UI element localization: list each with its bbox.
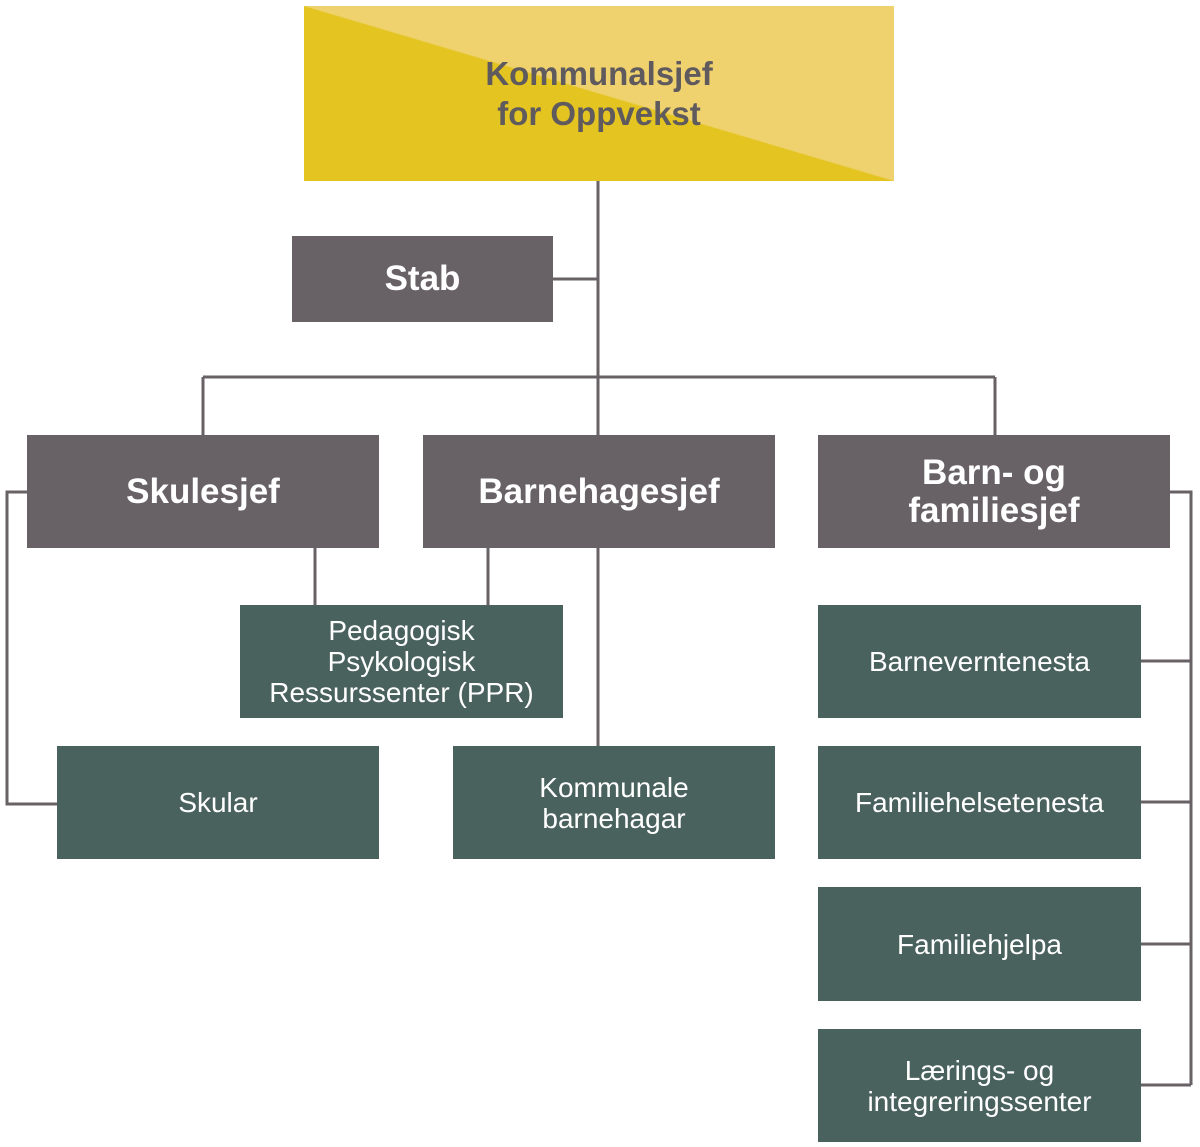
box-laerings-og-integreringssenter: Lærings- og integreringssenter — [818, 1029, 1141, 1142]
label-barn-og-familiesjef: Barn- og familiesjef — [908, 452, 1080, 530]
label-kommunale-barnehagar: Kommunale barnehagar — [539, 771, 689, 834]
label-skulesjef: Skulesjef — [126, 471, 280, 511]
box-familiehjelpa: Familiehjelpa — [818, 887, 1141, 1001]
label-kommunalsjef: Kommunalsjef for Oppvekst — [485, 54, 713, 132]
box-kommunale-barnehagar: Kommunale barnehagar — [453, 746, 775, 859]
box-barneverntenesta: Barneverntenesta — [818, 605, 1141, 718]
label-laerings-og-integreringssenter: Lærings- og integreringssenter — [867, 1054, 1092, 1117]
label-stab: Stab — [384, 259, 461, 298]
label-skular: Skular — [178, 787, 258, 818]
box-barnehagesjef: Barnehagesjef — [423, 435, 775, 548]
box-familiehelsetenesta: Familiehelsetenesta — [818, 746, 1141, 859]
label-barnehagesjef: Barnehagesjef — [478, 471, 720, 511]
label-ppr: Pedagogisk Psykologisk Ressurssenter (PP… — [269, 615, 534, 708]
box-ppr: Pedagogisk Psykologisk Ressurssenter (PP… — [240, 605, 563, 718]
box-barn-og-familiesjef: Barn- og familiesjef — [818, 435, 1170, 548]
label-familiehjelpa: Familiehjelpa — [897, 928, 1062, 960]
box-skulesjef: Skulesjef — [27, 435, 379, 548]
box-kommunalsjef: Kommunalsjef for Oppvekst — [304, 6, 894, 181]
label-barneverntenesta: Barneverntenesta — [868, 646, 1091, 677]
connector-skulesjef-skular — [5, 490, 57, 806]
label-familiehelsetenesta: Familiehelsetenesta — [854, 787, 1105, 818]
box-stab: Stab — [292, 236, 553, 322]
connector-barnfam-rail — [1170, 490, 1193, 1085]
box-skular: Skular — [57, 746, 379, 859]
